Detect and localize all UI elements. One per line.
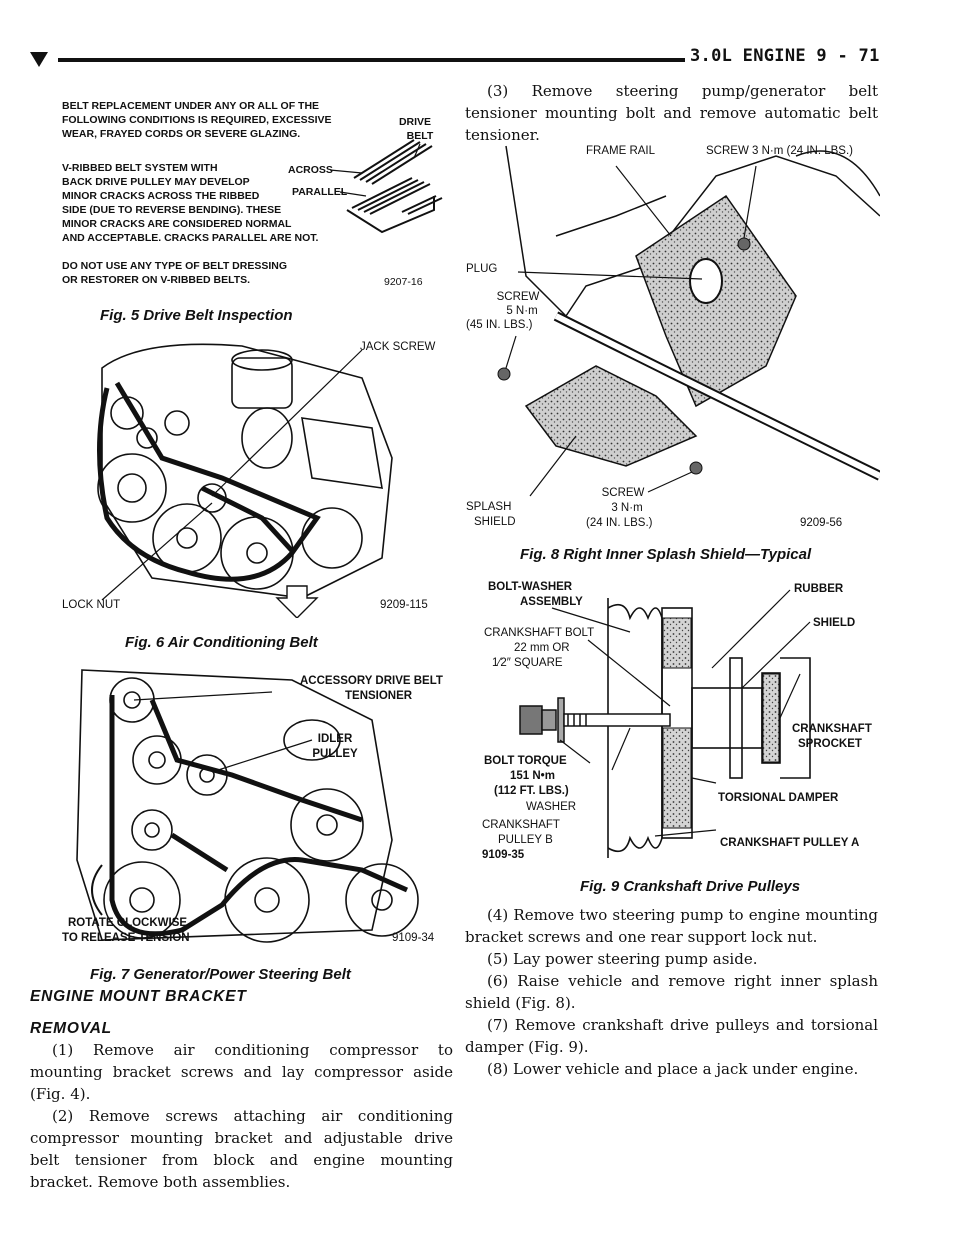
fig5-text-line: BELT REPLACEMENT UNDER ANY OR ALL OF THE — [62, 100, 320, 112]
fig9-pulley-b-label: CRANKSHAFT — [482, 819, 560, 831]
fig9-sprocket-label-2: SPROCKET — [798, 738, 862, 750]
fig8-plug-label: PLUG — [466, 263, 498, 275]
fig5-text-line: SIDE (DUE TO REVERSE BENDING). THESE — [62, 204, 282, 216]
step-6: (6) Raise vehicle and remove right inner… — [465, 972, 878, 1012]
fig9-bolt-washer-label: BOLT-WASHER — [488, 581, 573, 593]
fig7-tensioner-label-2: TENSIONER — [345, 690, 413, 702]
fig9-sprocket-label: CRANKSHAFT — [792, 723, 872, 735]
step-7: (7) Remove crankshaft drive pulleys and … — [465, 1016, 878, 1056]
fig9-square-label: 1⁄2″ SQUARE — [492, 657, 563, 669]
right-steps: (4) Remove two steering pump to engine m… — [465, 904, 878, 1080]
fig7-tensioner-label: ACCESSORY DRIVE BELT — [300, 675, 443, 687]
fig6-jack-screw-label: JACK SCREW — [360, 341, 436, 353]
fig6-code: 9209-115 — [380, 599, 428, 611]
fig5-code: 9207-16 — [384, 276, 423, 288]
fig8-screw-left-lbs: (45 IN. LBS.) — [466, 319, 533, 331]
step-4: (4) Remove two steering pump to engine m… — [465, 906, 878, 946]
fig7-pulley-label: PULLEY — [312, 748, 358, 760]
fig5-drive-belt-inspection: BELT REPLACEMENT UNDER ANY OR ALL OF THE… — [62, 100, 452, 296]
fig7-caption: Fig. 7 Generator/Power Steering Belt — [90, 966, 351, 983]
fig7-code: 9109-34 — [392, 932, 435, 944]
fig9-torsional-label: TORSIONAL DAMPER — [718, 792, 839, 804]
step-1: (1) Remove air conditioning compressor t… — [30, 1041, 453, 1103]
fig8-shield-label: SHIELD — [474, 516, 516, 528]
header-rule — [58, 58, 685, 62]
fig7-rotate-label-2: TO RELEASE TENSION — [62, 932, 190, 944]
step-3: (3) Remove steering pump/generator belt … — [465, 82, 878, 144]
fig5-belt-drawing — [329, 139, 443, 234]
fig7-engine-drawing — [76, 669, 419, 943]
left-steps: (1) Remove air conditioning compressor t… — [30, 1039, 453, 1193]
fig5-text-line: AND ACCEPTABLE. CRACKS PARALLEL ARE NOT. — [62, 232, 319, 244]
fig6-ac-belt: JACK SCREW LOCK NUT 9209-115 — [62, 328, 460, 618]
section-heading: ENGINE MOUNT BRACKET — [30, 988, 247, 1005]
right-step-3: (3) Remove steering pump/generator belt … — [465, 80, 878, 146]
section-subheading: REMOVAL — [30, 1020, 112, 1037]
fig7-rotate-label: ROTATE CLOCKWISE — [68, 917, 188, 929]
fig8-screw-top-label: SCREW 3 N·m (24 IN. LBS.) — [706, 145, 853, 157]
fig5-text-line: BACK DRIVE PULLEY MAY DEVELOP — [62, 176, 250, 188]
fig9-crank-bolt-label: CRANKSHAFT BOLT — [484, 627, 595, 639]
fig6-lock-nut-label: LOCK NUT — [62, 599, 121, 611]
page-header-title: 3.0L ENGINE 9 - 71 — [690, 46, 880, 66]
fig9-code: 9109-35 — [482, 849, 525, 861]
fig9-pulley-b-label-2: PULLEY B — [498, 834, 553, 846]
fig7-idler-label: IDLER — [317, 733, 353, 745]
fig9-bolt-torque-label: BOLT TORQUE — [484, 755, 567, 767]
fig9-rubber-label: RUBBER — [794, 583, 844, 595]
fig9-caption: Fig. 9 Crankshaft Drive Pulleys — [580, 878, 801, 895]
fig5-text-line: MINOR CRACKS ARE CONSIDERED NORMAL — [62, 218, 292, 230]
fig6-engine-drawing — [97, 343, 393, 618]
fig8-caption: Fig. 8 Right Inner Splash Shield—Typical — [520, 546, 812, 563]
fig5-across-label: ACROSS — [288, 164, 333, 176]
fig9-torque-value: 151 N•m — [510, 770, 555, 782]
fig8-screw-bottom-label: SCREW — [601, 487, 645, 499]
fig6-caption: Fig. 6 Air Conditioning Belt — [125, 634, 318, 651]
fig5-text-line: WEAR, FRAYED CORDS OR SEVERE GLAZING. — [62, 128, 301, 140]
fig5-text-line: V-RIBBED BELT SYSTEM WITH — [62, 162, 218, 174]
fig8-screw-left-torque: 5 N·m — [506, 305, 538, 317]
fig9-crankshaft-drive-pulleys: BOLT-WASHER ASSEMBLY CRANKSHAFT BOLT 22 … — [480, 578, 880, 868]
fig9-pulley-drawing — [519, 589, 811, 858]
fig5-drive-label: DRIVE — [398, 116, 432, 128]
fig9-pulley-a-label: CRANKSHAFT PULLEY A — [720, 837, 860, 849]
fig8-screw-bottom-lbs: (24 IN. LBS.) — [586, 517, 653, 529]
fig8-splash-shield: FRAME RAIL SCREW 3 N·m (24 IN. LBS.) PLU… — [466, 136, 880, 536]
fig5-text-line: OR RESTORER ON V-RIBBED BELTS. — [62, 274, 251, 286]
fig5-parallel-label: PARALLEL — [292, 186, 348, 198]
fig8-code: 9209-56 — [800, 517, 843, 529]
step-2: (2) Remove screws attaching air conditio… — [30, 1107, 453, 1191]
fig5-text-line: DO NOT USE ANY TYPE OF BELT DRESSING — [62, 260, 287, 272]
fig9-assembly-label: ASSEMBLY — [520, 596, 583, 608]
fig8-screw-bottom-torque: 3 N·m — [611, 502, 643, 514]
fig5-text-line: MINOR CRACKS ACROSS THE RIBBED — [62, 190, 260, 202]
fig8-splash-label: SPLASH — [466, 501, 512, 513]
step-8: (8) Lower vehicle and place a jack under… — [487, 1060, 859, 1078]
fig9-shield-label: SHIELD — [813, 617, 856, 629]
fig8-frame-rail-label: FRAME RAIL — [586, 145, 656, 157]
fig5-caption: Fig. 5 Drive Belt Inspection — [100, 307, 293, 324]
fig5-belt-label: BELT — [406, 130, 434, 142]
fig5-text-line: FOLLOWING CONDITIONS IS REQUIRED, EXCESS… — [62, 114, 332, 126]
fig9-torque-ftlbs: (112 FT. LBS.) — [494, 785, 569, 797]
fig9-22mm-label: 22 mm OR — [514, 642, 570, 654]
fig7-generator-power-steering-belt: ACCESSORY DRIVE BELT TENSIONER IDLER PUL… — [62, 660, 462, 952]
step-5: (5) Lay power steering pump aside. — [487, 950, 758, 968]
fig8-screw-left-label: SCREW — [496, 291, 540, 303]
fig9-washer-label: WASHER — [526, 801, 577, 813]
fig8-splash-drawing — [497, 145, 880, 497]
header-triangle-icon — [30, 52, 48, 67]
